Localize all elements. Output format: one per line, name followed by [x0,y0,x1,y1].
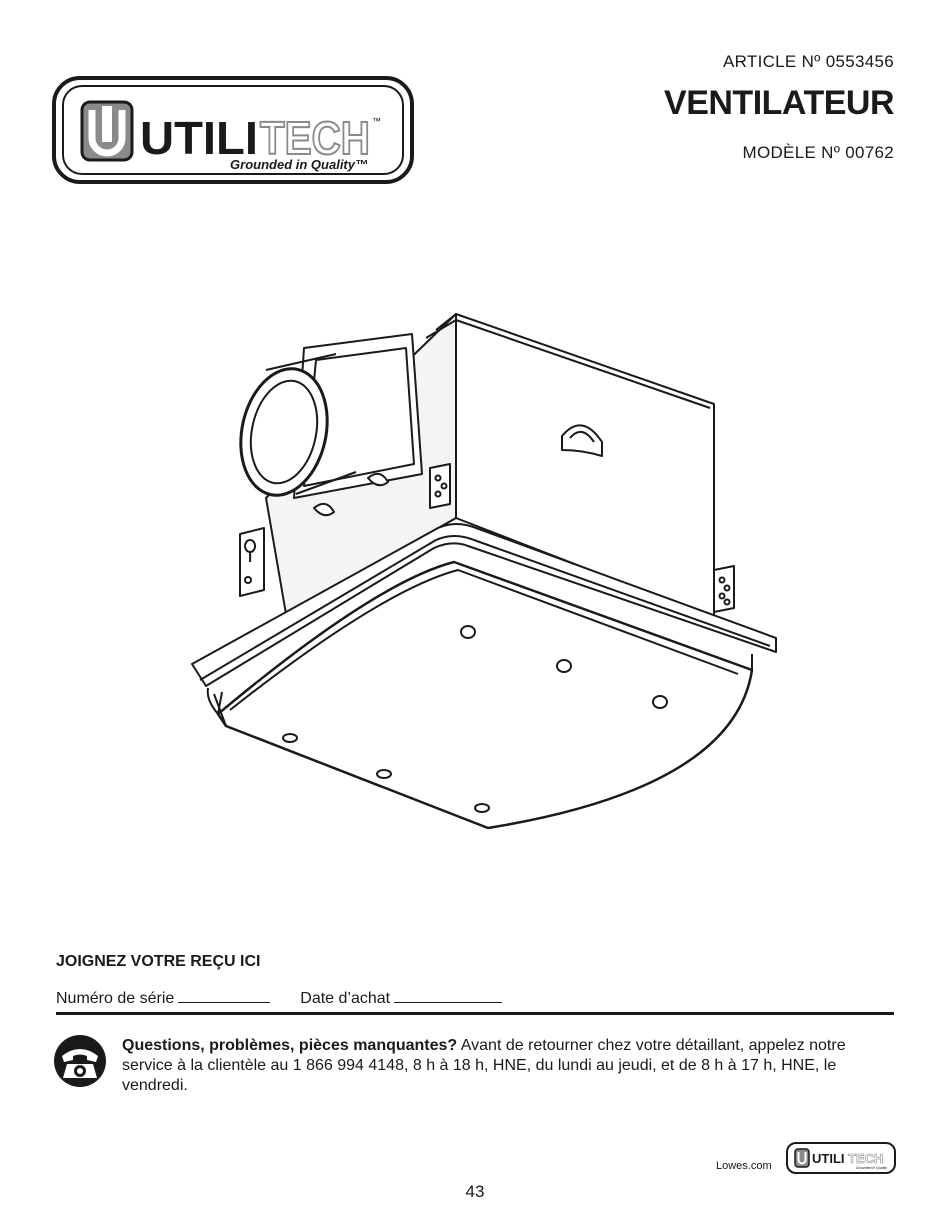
purchase-date-label: Date d’achat [300,990,391,1007]
receipt-heading: JOIGNEZ VOTRE REÇU ICI [56,953,261,970]
brand-shield-icon [80,100,134,162]
telephone-icon [53,1034,107,1088]
purchase-info-row: Numéro de série Date d’achat [56,988,503,1008]
article-number: ARTICLE Nº 0553456 [722,52,894,71]
fan-product-illustration [186,308,786,836]
product-title: VENTILATEUR [664,84,894,122]
brand-trademark: ™ [372,116,381,126]
page-number: 43 [465,1182,485,1201]
section-divider [56,1012,894,1015]
small-brand-first: UTILI [812,1151,845,1166]
small-brand-tagline: Grounded in Quality [856,1166,887,1170]
model-number: MODÈLE Nº 00762 [742,143,894,162]
purchase-date-blank[interactable] [394,988,503,1003]
small-brand-second: TECH [848,1151,883,1166]
serial-number-blank[interactable] [178,988,271,1003]
help-question: Questions, problèmes, pièces manquantes? [122,1037,458,1054]
help-details: Avant de retourner chez votre détaillant… [122,1037,846,1094]
website-link[interactable]: Lowes.com [716,1160,772,1172]
brand-logo: UTILI TECH ™ Grounded in Quality™ [52,76,414,184]
brand-logo-small: UTILI TECH Grounded in Quality [786,1142,896,1174]
brand-name-second: TECH [260,112,370,164]
serial-label: Numéro de série [56,990,175,1007]
brand-name-first: UTILI [140,112,258,164]
customer-service-info: Questions, problèmes, pièces manquantes?… [122,1036,882,1096]
brand-tagline: Grounded in Quality™ [230,157,368,172]
